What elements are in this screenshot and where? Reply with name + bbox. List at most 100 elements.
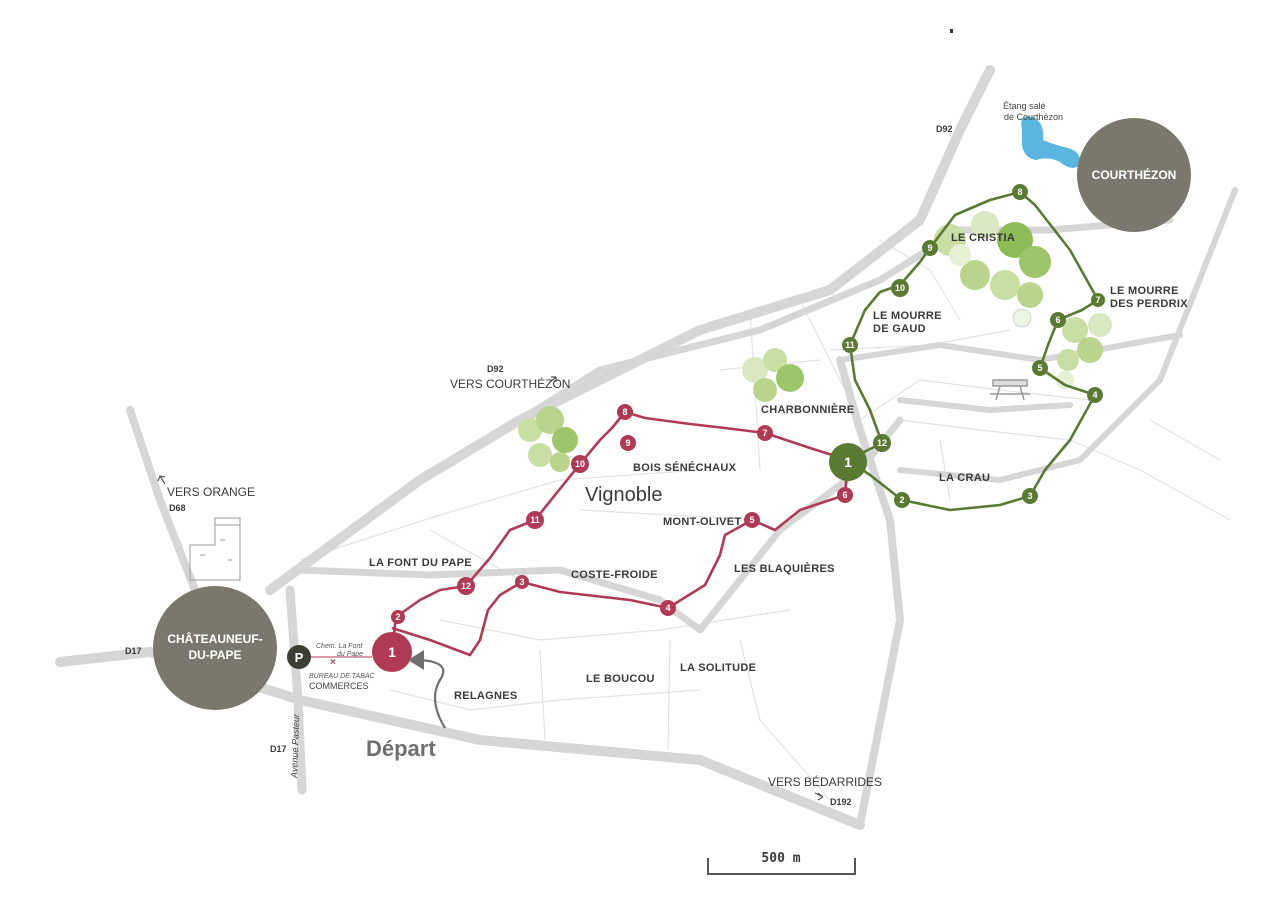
red-waypoint — [391, 610, 405, 624]
label-bureau-tabac: BUREAU DE TABAC — [309, 673, 376, 680]
green-route-markers: 1 2 3 4 5 6 7 8 9 10 11 12 — [829, 184, 1105, 508]
label-coste-froide: COSTE-FROIDE — [571, 569, 658, 581]
start-labels: Chem. La Font du Pape BUREAU DE TABAC CO… — [309, 643, 436, 761]
green-waypoint — [922, 240, 938, 256]
direction-arrow-icons — [157, 376, 824, 801]
green-start-label: 1 — [844, 454, 852, 470]
scale-bar: 500 m — [707, 851, 856, 875]
red-waypoint — [617, 404, 633, 420]
green-waypoint-label: 6 — [1055, 315, 1060, 325]
red-route-markers: 1 2 3 4 5 6 7 8 9 10 11 12 — [372, 404, 853, 672]
woods-bois-senechaux — [518, 406, 578, 472]
red-waypoint — [620, 435, 636, 451]
red-waypoint — [515, 575, 529, 589]
green-waypoint-label: 9 — [927, 243, 932, 253]
road-secondary-1 — [516, 216, 1174, 424]
red-waypoint-label: 4 — [665, 603, 670, 613]
road-secondary-3 — [897, 187, 1238, 483]
label-le-mourre-des-perdrix-2: DES PERDRIX — [1110, 298, 1188, 310]
etang-sale-lake — [1021, 116, 1081, 168]
green-waypoint-label: 2 — [899, 495, 904, 505]
picnic-table-icon — [990, 379, 1030, 401]
label-la-font-du-pape: LA FONT DU PAPE — [369, 557, 472, 569]
red-waypoint — [744, 512, 760, 528]
label-d17-left: D17 — [125, 646, 142, 656]
road-d92 — [265, 65, 995, 595]
green-waypoint — [1091, 293, 1105, 307]
depart-arrow-icon — [419, 658, 446, 729]
label-chemin-1: Chem. La Font — [316, 643, 363, 650]
road-d17 — [55, 647, 865, 830]
red-waypoint — [837, 487, 853, 503]
scale-label: 500 m — [761, 851, 800, 866]
map-dot — [950, 29, 953, 33]
label-etang-1: Étang salé — [1003, 101, 1046, 111]
town-courthezon: COURTHÉZON — [1077, 118, 1191, 232]
green-waypoint-label: 8 — [1017, 187, 1022, 197]
red-waypoint-label: 10 — [575, 459, 585, 469]
label-commerces: COMMERCES — [309, 681, 369, 691]
label-le-mourre-des-perdrix-1: LE MOURRE — [1110, 285, 1179, 297]
green-waypoint — [873, 434, 891, 452]
label-charbonniere: CHARBONNIÈRE — [761, 403, 854, 416]
place-labels: LA FONT DU PAPE BOIS SÉNÉCHAUX CHARBONNI… — [369, 101, 1188, 702]
red-waypoint-label: 7 — [762, 428, 767, 438]
red-waypoint-label: 3 — [519, 577, 524, 587]
label-la-crau: LA CRAU — [939, 472, 990, 484]
label-vers-courthezon: VERS COURTHÉZON — [450, 376, 570, 391]
label-le-mourre-de-gaud-2: DE GAUD — [873, 323, 926, 335]
green-waypoint — [842, 337, 858, 353]
label-depart: Départ — [366, 736, 436, 761]
green-waypoint-label: 12 — [877, 438, 887, 448]
depart-arrowhead-icon — [408, 650, 424, 670]
green-waypoint-label: 10 — [895, 283, 905, 293]
red-waypoint-label: 9 — [625, 438, 630, 448]
courthezon-label: COURTHÉZON — [1092, 167, 1177, 182]
red-waypoint-label: 8 — [622, 407, 627, 417]
label-vers-orange: VERS ORANGE — [167, 485, 255, 499]
label-d92-mid: D92 — [487, 364, 504, 374]
red-waypoint-label: 2 — [395, 612, 400, 622]
road-secondary-4 — [837, 332, 1183, 363]
green-waypoint — [1012, 184, 1028, 200]
green-waypoint-label: 4 — [1092, 390, 1097, 400]
label-etang-2: de Courthézon — [1004, 112, 1063, 122]
road-d68 — [126, 406, 199, 594]
green-waypoint-label: 7 — [1095, 295, 1100, 305]
label-d192: D192 — [830, 797, 852, 807]
red-start-label: 1 — [388, 644, 396, 660]
label-vignoble: Vignoble — [585, 484, 662, 506]
chateauneuf-label-1: CHÂTEAUNEUF- — [167, 631, 262, 646]
castle-ruins-icon — [189, 517, 241, 581]
roads — [55, 65, 1238, 830]
green-start-marker — [829, 443, 867, 481]
red-waypoint — [660, 600, 676, 616]
road-d192 — [836, 356, 904, 829]
green-waypoint — [894, 492, 910, 508]
label-d17-bottom: D17 — [270, 744, 287, 754]
green-waypoint — [1022, 488, 1038, 504]
green-waypoint-label: 5 — [1037, 363, 1042, 373]
label-le-mourre-de-gaud-1: LE MOURRE — [873, 310, 942, 322]
woods-le-mourre-des-perdrix — [1056, 313, 1112, 389]
town-chateauneuf-du-pape: CHÂTEAUNEUF- DU-PAPE — [153, 586, 277, 710]
label-avenue-pasteur: Avenue Pasteur — [289, 713, 301, 779]
label-vers-bedarrides: VERS BÉDARRIDES — [768, 774, 882, 789]
label-le-cristia: LE CRISTIA — [951, 232, 1015, 244]
green-waypoint — [1050, 312, 1066, 328]
red-waypoint — [526, 511, 544, 529]
red-waypoint — [571, 455, 589, 473]
label-d92-top: D92 — [936, 124, 953, 134]
green-waypoint-label: 3 — [1027, 491, 1032, 501]
woods-le-cristia — [934, 211, 1051, 328]
label-le-boucou: LE BOUCOU — [586, 673, 655, 685]
red-waypoint — [757, 425, 773, 441]
red-waypoint-label: 12 — [461, 581, 471, 591]
red-waypoint-label: 11 — [530, 515, 540, 525]
road-avenue-pasteur — [285, 585, 307, 795]
red-waypoint-label: 5 — [749, 515, 754, 525]
label-relagnes: RELAGNES — [454, 690, 518, 702]
label-mont-olivet: MONT-OLIVET — [663, 516, 741, 528]
red-waypoint-label: 6 — [842, 490, 847, 500]
